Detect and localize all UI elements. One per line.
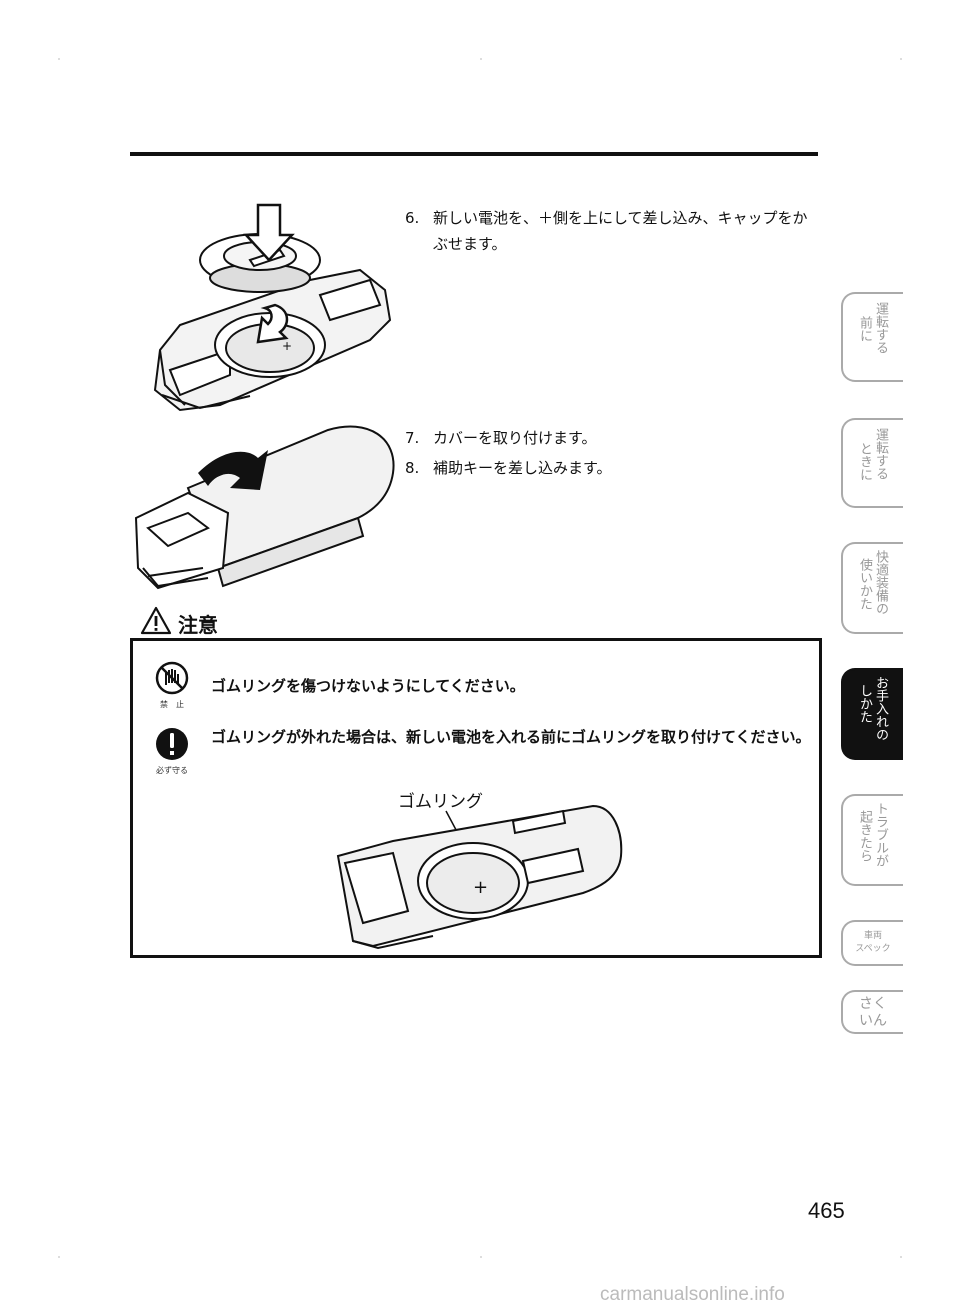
tab-label: 起きたら (857, 810, 872, 862)
mandatory-caption: 必ず守る (156, 766, 188, 775)
battery-insert-illustration: + (153, 203, 392, 412)
footer-watermark: carmanualsonline.info (600, 1284, 785, 1305)
side-tab-troubleshooting[interactable]: トラブルが 起きたら (841, 794, 903, 886)
prohibition-caption: 禁 止 (160, 700, 184, 709)
side-tab-while-driving[interactable]: 運転する ときに (841, 418, 903, 508)
tab-label: 運転する (873, 302, 888, 354)
mandatory-icon (156, 728, 188, 760)
tab-label: 快適装備の (873, 550, 888, 615)
tab-label: 運転する (873, 428, 888, 480)
rubber-ring-illustration: + (336, 804, 623, 950)
crop-mark (900, 1256, 902, 1258)
svg-text:+: + (282, 339, 292, 353)
crop-mark (58, 1256, 60, 1258)
step-number: 6. (405, 209, 420, 227)
tab-label: さく (859, 996, 887, 1012)
step-number: 7. (405, 429, 420, 447)
tab-label: しかた (857, 684, 872, 723)
tab-label: 車両 (863, 931, 882, 941)
tab-label: いん (859, 1013, 887, 1029)
caution-title: 注意 (178, 613, 218, 637)
step-number: 8. (405, 459, 420, 477)
rubber-ring-label: ゴムリング (398, 792, 483, 812)
tab-label: スペック (855, 944, 891, 954)
crop-mark (480, 1256, 482, 1258)
caution-heading: 注意 (140, 606, 218, 638)
side-tab-index[interactable]: さく いん (841, 990, 903, 1034)
warning-triangle-icon (140, 606, 172, 635)
side-tab-before-driving[interactable]: 運転する 前に (841, 292, 903, 382)
step-text: 補助キーを差し込みます。 (433, 459, 612, 477)
tab-label: お手入れの (873, 676, 888, 741)
crop-mark (58, 58, 60, 60)
tab-label: トラブルが (873, 802, 888, 867)
step-text: カバーを取り付けます。 (433, 429, 597, 447)
caution-text-1: ゴムリングを傷つけないようにしてください。 (211, 677, 525, 695)
page-number: 465 (808, 1198, 845, 1223)
tab-label: ときに (857, 442, 872, 481)
side-tab-vehicle-specs[interactable]: 車両 スペック (841, 920, 903, 966)
tab-label: 使いかた (857, 558, 872, 610)
side-tab-maintenance[interactable]: お手入れの しかた (841, 668, 903, 760)
step-6: 6. 新しい電池を、＋側を上にして差し込み、キャップをかぶせます。 (405, 205, 825, 259)
caution-box: 禁 止 ゴムリングを傷つけないようにしてください。 必ず守る ゴムリングが外れた… (130, 638, 822, 958)
side-tab-comfort-equipment[interactable]: 快適装備の 使いかた (841, 542, 903, 634)
step-7: 7. カバーを取り付けます。 (405, 425, 825, 453)
prohibition-icon (155, 661, 189, 695)
crop-mark (900, 58, 902, 60)
svg-text:+: + (473, 877, 488, 898)
crop-mark (480, 58, 482, 60)
tab-label: 前に (857, 316, 872, 342)
header-rule (130, 152, 818, 156)
step-text: 新しい電池を、＋側を上にして差し込み、キャップをかぶせます。 (433, 209, 808, 253)
caution-text-2: ゴムリングが外れた場合は、新しい電池を入れる前にゴムリングを取り付けてください。 (211, 728, 811, 746)
cover-attach-illustration (134, 425, 395, 590)
step-8: 8. 補助キーを差し込みます。 (405, 455, 825, 483)
